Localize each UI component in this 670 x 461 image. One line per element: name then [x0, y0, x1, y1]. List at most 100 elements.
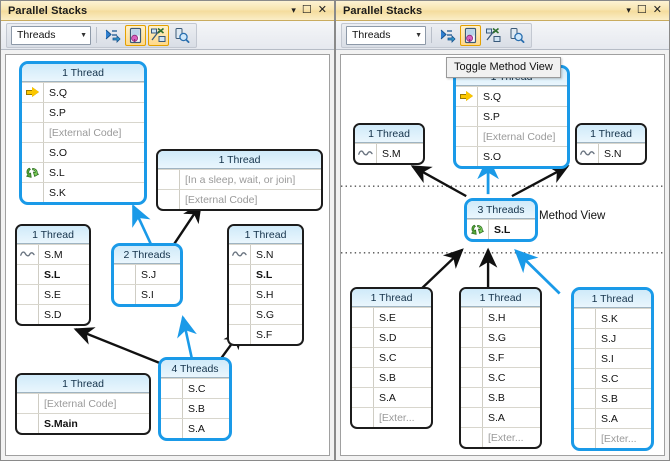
stack-frame-row[interactable]: S.A [161, 418, 229, 438]
stack-frame-row[interactable]: S.Q [456, 86, 567, 106]
stack-frame-label: S.M [382, 147, 401, 160]
stack-frame-row[interactable]: S.B [352, 367, 431, 387]
stack-frame-row[interactable]: S.E [17, 284, 89, 304]
stack-frame-row[interactable]: S.D [352, 327, 431, 347]
stack-frame-box[interactable]: 1 Thread[External Code]S.Main [15, 373, 151, 435]
stack-frame-row[interactable]: [External Code] [456, 126, 567, 146]
stack-frame-row[interactable]: S.Q [22, 82, 144, 102]
stack-frame-row[interactable]: S.L [467, 219, 535, 239]
window-maximize-icon[interactable]: ☐ [301, 4, 312, 16]
auto-scroll-to-current-stack-frame-button[interactable] [148, 24, 169, 46]
stack-frame-row[interactable]: S.P [456, 106, 567, 126]
stack-frame-row[interactable]: S.O [456, 146, 567, 166]
stack-frame-label: S.I [601, 352, 614, 365]
window-close-icon[interactable]: ✕ [652, 4, 662, 16]
toolbar-separator [431, 27, 432, 43]
stack-frame-row[interactable]: S.K [22, 182, 144, 202]
stack-frame-row[interactable]: S.C [461, 367, 540, 387]
view-mode-combobox[interactable]: Threads ▼ [346, 25, 426, 45]
stack-frame-row[interactable]: S.C [574, 368, 651, 388]
stack-frame-row[interactable]: S.O [22, 142, 144, 162]
stack-frame-row[interactable]: S.B [461, 387, 540, 407]
stack-frame-row[interactable]: S.B [161, 398, 229, 418]
toggle-method-view-button[interactable] [125, 24, 146, 46]
stack-frame-label: [Exter... [601, 432, 637, 445]
toggle-method-view-button[interactable] [460, 24, 481, 46]
stack-frame-row[interactable]: S.P [22, 102, 144, 122]
window-maximize-icon[interactable]: ☐ [636, 4, 647, 16]
stack-frame-row[interactable]: [In a sleep, wait, or join] [158, 169, 321, 189]
stack-frame-row[interactable]: S.E [352, 307, 431, 327]
stack-frame-row[interactable]: S.N [577, 143, 645, 163]
stack-frame-row[interactable]: S.L [22, 162, 144, 182]
stack-frame-row[interactable]: S.F [229, 324, 302, 344]
stack-frame-gutter [461, 388, 483, 407]
auto-scroll-to-current-stack-frame-button[interactable] [483, 25, 504, 46]
non-current-thread-icon [580, 149, 595, 158]
return-frame-arrow-icon [471, 224, 484, 236]
zoom-control-button[interactable] [171, 25, 192, 46]
view-mode-combobox[interactable]: Threads ▼ [11, 25, 91, 45]
show-threads-in-source-button[interactable] [437, 25, 458, 46]
stack-frame-row[interactable]: S.D [17, 304, 89, 324]
stack-frame-row[interactable]: [External Code] [158, 189, 321, 209]
stack-frame-row[interactable]: S.G [229, 304, 302, 324]
stack-frame-gutter [461, 308, 483, 327]
stack-frame-gutter [17, 394, 39, 413]
stack-frame-row[interactable]: [Exter... [574, 428, 651, 448]
stack-frame-label: S.A [601, 412, 618, 425]
zoom-control-button[interactable] [506, 25, 527, 46]
stack-frame-gutter [355, 144, 377, 163]
stack-frame-gutter [461, 408, 483, 427]
stack-frame-row[interactable]: S.N [229, 244, 302, 264]
stack-frame-row[interactable]: S.H [229, 284, 302, 304]
stack-frame-row[interactable]: [External Code] [22, 122, 144, 142]
stack-frame-row[interactable]: S.K [574, 308, 651, 328]
stack-frame-label: S.A [488, 411, 505, 424]
stack-frame-row[interactable]: S.J [114, 264, 180, 284]
stack-frame-row[interactable]: S.H [461, 307, 540, 327]
stack-frame-box[interactable]: 1 Thread[In a sleep, wait, or join][Exte… [156, 149, 323, 211]
stack-frame-row[interactable]: S.J [574, 328, 651, 348]
stack-frame-row[interactable]: S.Main [17, 413, 149, 433]
toolbar-strip-left: Threads ▼ [6, 22, 197, 48]
stack-frame-row[interactable]: S.F [461, 347, 540, 367]
stack-frame-row[interactable]: S.I [114, 284, 180, 304]
stack-frame-row[interactable]: S.A [352, 387, 431, 407]
stack-frame-row[interactable]: S.B [574, 388, 651, 408]
show-threads-in-source-button[interactable] [102, 25, 123, 46]
toolbar-strip-right: Threads ▼ [341, 22, 532, 48]
window-dropdown-icon[interactable]: ▾ [626, 5, 631, 15]
stack-frame-row[interactable]: S.A [574, 408, 651, 428]
stack-frame-row[interactable]: S.A [461, 407, 540, 427]
window-dropdown-icon[interactable]: ▾ [291, 5, 296, 15]
stack-frame-row[interactable]: S.C [352, 347, 431, 367]
stack-frame-row[interactable]: [Exter... [461, 427, 540, 447]
stack-frame-row[interactable]: S.M [17, 244, 89, 264]
stack-frame-row[interactable]: S.C [161, 378, 229, 398]
stack-frame-row[interactable]: S.M [355, 143, 423, 163]
window-close-icon[interactable]: ✕ [317, 4, 327, 16]
stack-frame-row[interactable]: S.I [574, 348, 651, 368]
stack-frame-row[interactable]: S.L [229, 264, 302, 284]
stack-frame-row[interactable]: [External Code] [17, 393, 149, 413]
stack-frame-row[interactable]: S.G [461, 327, 540, 347]
stack-frame-gutter [352, 328, 374, 347]
view-mode-value: Threads [17, 29, 56, 41]
stack-frame-row[interactable]: S.L [17, 264, 89, 284]
stack-frame-row[interactable]: [Exter... [352, 407, 431, 427]
